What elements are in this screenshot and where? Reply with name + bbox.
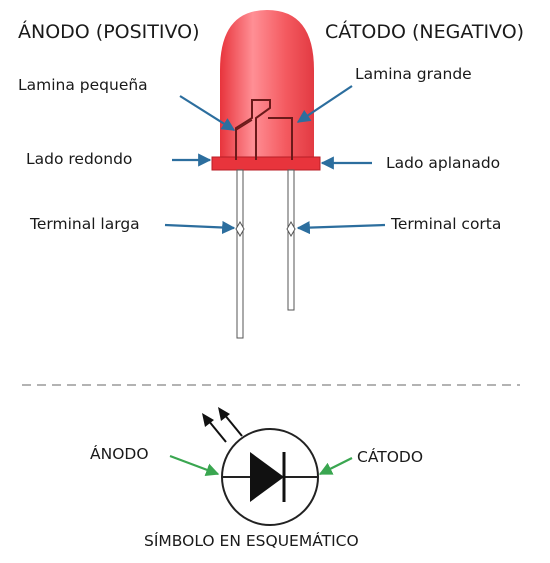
label-long-lead: Terminal larga [29, 215, 140, 233]
led-body [211, 10, 321, 171]
schematic-anode-label: ÁNODO [90, 444, 149, 463]
label-short-lead: Terminal corta [390, 215, 501, 233]
anode-title: ÁNODO (POSITIVO) [18, 20, 200, 43]
label-round-side: Lado redondo [26, 150, 132, 168]
long-lead [235, 169, 245, 339]
pointer-schematic-anode [169, 454, 220, 477]
schematic-caption: SÍMBOLO EN ESQUEMÁTICO [144, 531, 359, 550]
label-small-plate: Lamina pequeña [18, 76, 148, 94]
label-flat-side: Lado aplanado [386, 154, 500, 172]
pointer-long-lead [164, 220, 236, 235]
label-large-plate: Lamina grande [355, 65, 472, 83]
cathode-title: CÁTODO (NEGATIVO) [325, 20, 524, 43]
led-internal-plates [235, 99, 293, 160]
schematic-cathode-label: CÁTODO [357, 447, 423, 466]
pointer-short-lead [296, 220, 386, 235]
short-lead [286, 169, 296, 311]
pointer-schematic-cathode [318, 457, 353, 475]
pointer-large-plate [296, 85, 353, 123]
pointer-small-plate [179, 95, 236, 131]
led-schematic-symbol [202, 407, 319, 526]
light-emission-arrows [202, 407, 243, 443]
